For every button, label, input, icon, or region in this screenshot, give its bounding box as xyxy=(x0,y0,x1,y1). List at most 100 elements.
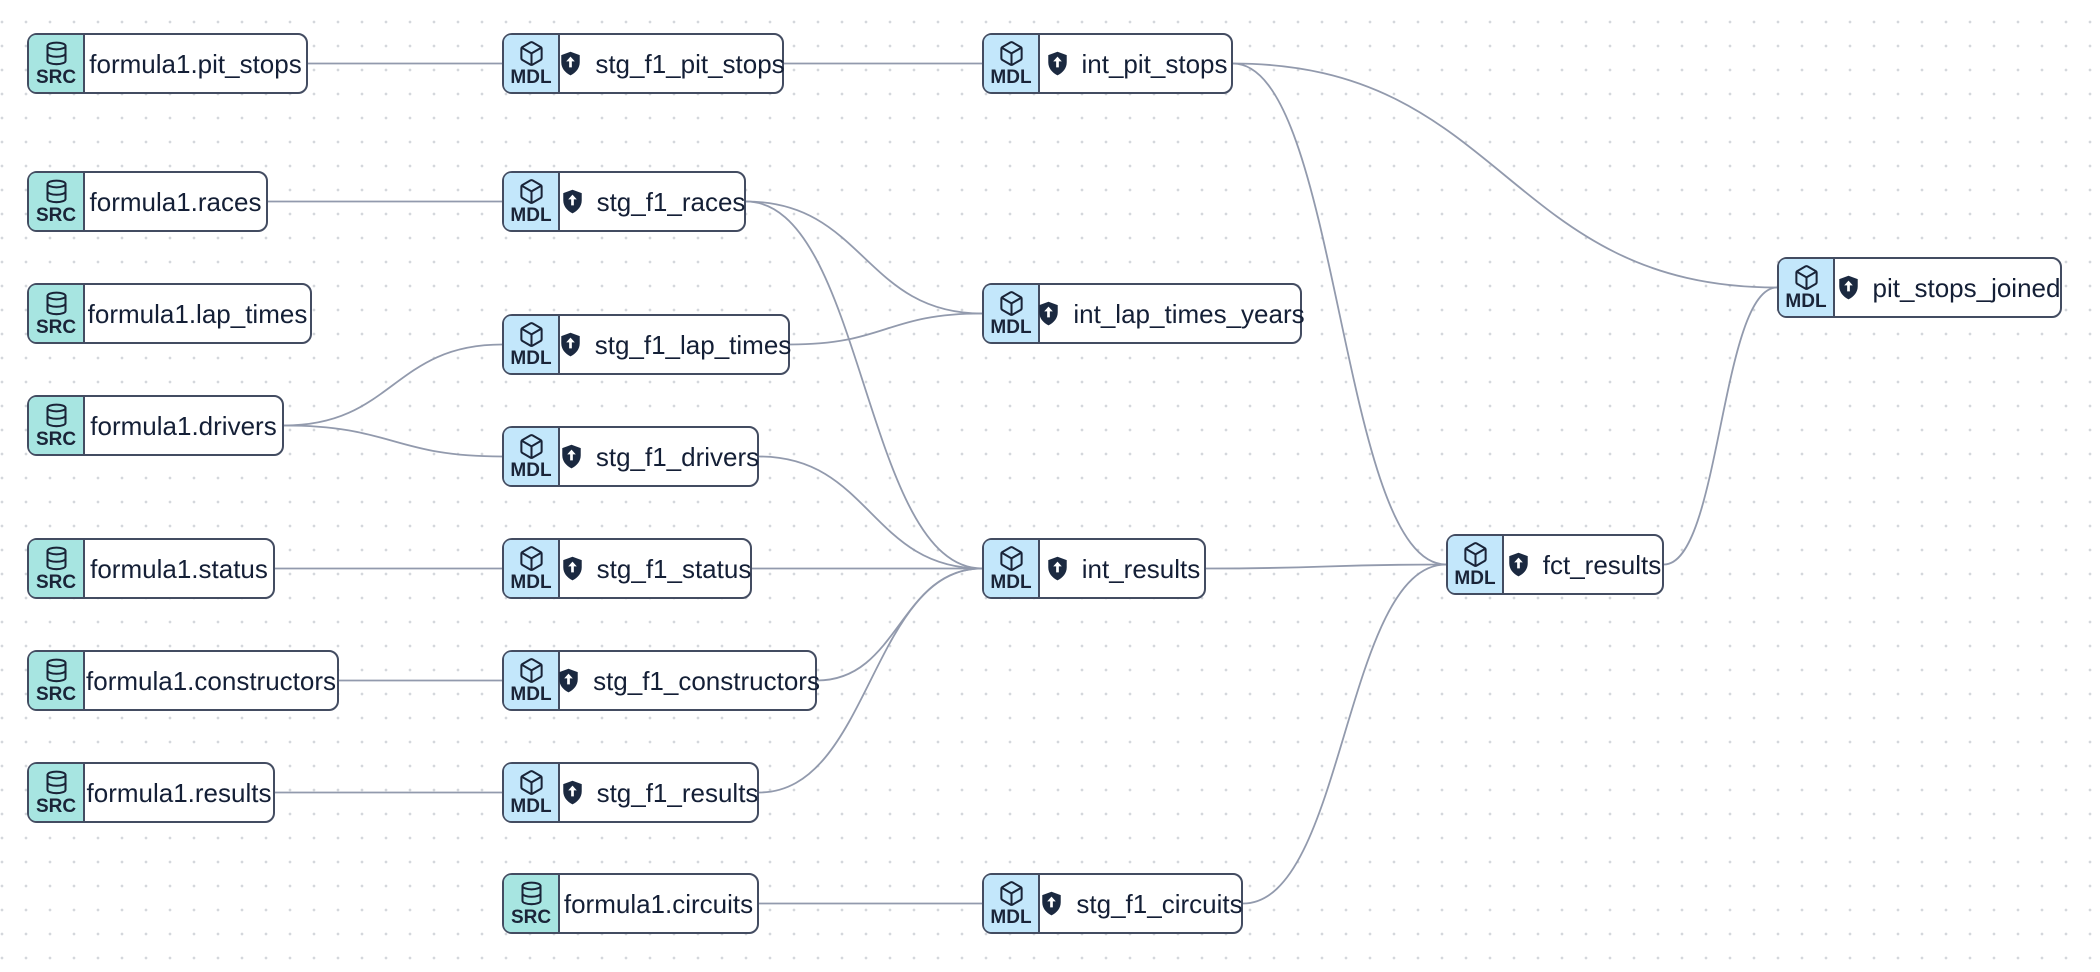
shield-lock-icon xyxy=(558,443,585,470)
node-fct-results[interactable]: MDL fct_results xyxy=(1446,534,1664,595)
database-icon xyxy=(518,880,545,907)
node-label: formula1.status xyxy=(90,553,268,584)
shield-lock-icon xyxy=(1035,300,1062,327)
source-badge: SRC xyxy=(29,397,85,454)
node-body: formula1.races xyxy=(85,173,266,230)
node-body: stg_f1_results xyxy=(559,764,759,821)
node-label: formula1.lap_times xyxy=(87,298,308,329)
node-label: formula1.races xyxy=(89,186,262,217)
badge-label: SRC xyxy=(35,317,77,338)
node-label: stg_f1_races xyxy=(596,186,746,217)
badge-label: MDL xyxy=(510,67,552,88)
node-stg-drivers[interactable]: MDL stg_f1_drivers xyxy=(502,426,759,487)
node-body: formula1.lap_times xyxy=(85,285,310,342)
badge-label: SRC xyxy=(35,205,77,226)
node-label: stg_f1_circuits xyxy=(1076,888,1243,919)
source-badge: SRC xyxy=(29,652,85,709)
node-label: formula1.constructors xyxy=(86,665,336,696)
badge-label: MDL xyxy=(990,572,1032,593)
edge-src-drivers-to-stg-drivers xyxy=(283,424,503,458)
shield-lock-icon xyxy=(559,779,586,806)
model-badge: MDL xyxy=(504,316,560,373)
node-label: stg_f1_results xyxy=(596,777,759,808)
node-stg-status[interactable]: MDL stg_f1_status xyxy=(502,538,752,599)
node-body: formula1.results xyxy=(85,764,273,821)
model-badge: MDL xyxy=(1448,536,1504,593)
node-body: fct_results xyxy=(1504,536,1662,593)
shield-lock-icon xyxy=(1835,274,1862,301)
node-stg-pit-stops[interactable]: MDL stg_f1_pit_stops xyxy=(502,33,785,94)
edge-int-pit-stops-to-fct-results xyxy=(1232,62,1447,566)
model-badge: MDL xyxy=(984,875,1040,932)
model-badge: MDL xyxy=(504,35,560,92)
node-pit-stops-joined[interactable]: MDL pit_stops_joined xyxy=(1777,257,2062,318)
node-label: stg_f1_drivers xyxy=(595,441,760,472)
node-stg-circuits[interactable]: MDL stg_f1_circuits xyxy=(982,873,1243,934)
badge-label: MDL xyxy=(990,907,1032,928)
badge-label: MDL xyxy=(510,684,552,705)
badge-label: MDL xyxy=(510,460,552,481)
shield-lock-icon xyxy=(557,331,584,358)
badge-label: SRC xyxy=(35,796,77,817)
edge-stg-races-to-int-results xyxy=(745,200,983,570)
shield-lock-icon xyxy=(559,555,586,582)
node-label: stg_f1_lap_times xyxy=(594,329,792,360)
node-stg-constructors[interactable]: MDL stg_f1_constructors xyxy=(502,650,820,711)
node-body: formula1.constructors xyxy=(85,652,337,709)
shield-lock-icon xyxy=(1505,551,1532,578)
cube-icon xyxy=(998,880,1025,907)
badge-label: MDL xyxy=(510,348,552,369)
cube-icon xyxy=(998,40,1025,67)
badge-label: SRC xyxy=(35,684,77,705)
node-label: formula1.pit_stops xyxy=(89,48,302,79)
shield-lock-icon xyxy=(1044,50,1071,77)
source-badge: SRC xyxy=(29,285,85,342)
node-label: stg_f1_constructors xyxy=(593,665,820,696)
model-badge: MDL xyxy=(1779,259,1835,316)
node-src-constructors[interactable]: SRC formula1.constructors xyxy=(27,650,339,711)
node-src-lap-times[interactable]: SRC formula1.lap_times xyxy=(27,283,312,344)
node-label: formula1.circuits xyxy=(563,888,754,919)
badge-label: MDL xyxy=(1785,291,1827,312)
node-src-pit-stops[interactable]: SRC formula1.pit_stops xyxy=(27,33,308,94)
edge-fct-results-to-pit-stops-joined xyxy=(1663,286,1778,566)
cube-icon xyxy=(518,545,545,572)
database-icon xyxy=(43,769,70,796)
cube-icon xyxy=(518,178,545,205)
edge-stg-results-to-int-results xyxy=(758,567,983,794)
node-stg-lap-times[interactable]: MDL stg_f1_lap_times xyxy=(502,314,792,375)
cube-icon xyxy=(518,433,545,460)
node-src-races[interactable]: SRC formula1.races xyxy=(27,171,268,232)
database-icon xyxy=(43,657,70,684)
node-src-status[interactable]: SRC formula1.status xyxy=(27,538,275,599)
node-body: stg_f1_status xyxy=(559,540,751,597)
node-label: fct_results xyxy=(1542,549,1662,580)
node-label: stg_f1_pit_stops xyxy=(595,48,785,79)
node-src-results[interactable]: SRC formula1.results xyxy=(27,762,275,823)
badge-label: SRC xyxy=(35,572,77,593)
node-body: formula1.status xyxy=(85,540,273,597)
shield-lock-icon xyxy=(559,188,586,215)
node-body: stg_f1_drivers xyxy=(558,428,760,485)
model-badge: MDL xyxy=(504,652,560,709)
node-body: stg_f1_races xyxy=(559,173,746,230)
node-body: stg_f1_pit_stops xyxy=(560,35,785,92)
model-badge: MDL xyxy=(504,540,560,597)
badge-label: MDL xyxy=(510,572,552,593)
badge-label: MDL xyxy=(990,317,1032,338)
cube-icon xyxy=(1462,541,1489,568)
node-label: pit_stops_joined xyxy=(1872,272,2061,303)
badge-label: SRC xyxy=(35,67,77,88)
edge-src-drivers-to-stg-lap-times xyxy=(283,343,503,427)
node-body: pit_stops_joined xyxy=(1835,259,2060,316)
database-icon xyxy=(43,178,70,205)
